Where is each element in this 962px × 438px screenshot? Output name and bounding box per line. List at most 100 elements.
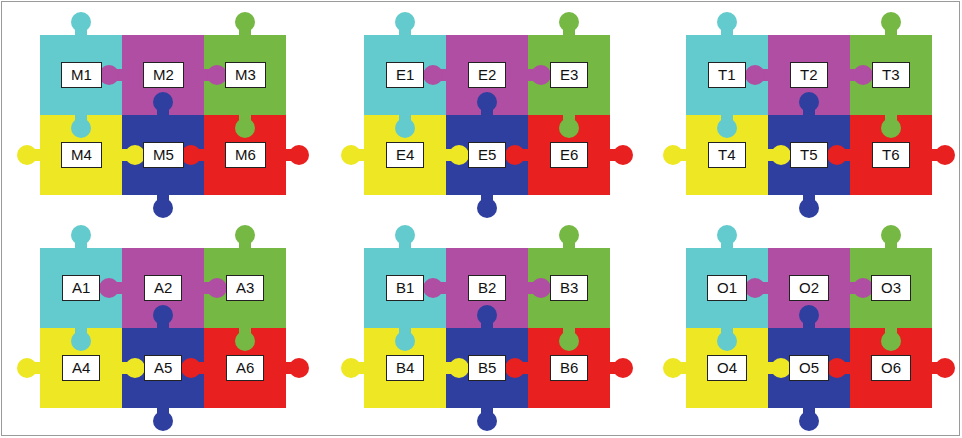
piece-label: M2 — [143, 62, 184, 88]
puzzle-piece-node: A5 — [122, 328, 204, 408]
puzzle-tab — [930, 358, 955, 378]
puzzle-tab — [99, 65, 124, 85]
piece-label: T1 — [708, 62, 746, 88]
puzzle-piece-node: A6 — [204, 328, 286, 408]
puzzle-tab — [202, 278, 227, 298]
puzzle-piece — [528, 328, 610, 408]
puzzle-group — [663, 225, 955, 431]
puzzle-piece — [40, 248, 122, 328]
puzzle-piece — [204, 115, 286, 195]
puzzle-piece — [768, 248, 850, 328]
puzzle-tab — [559, 225, 579, 250]
puzzle-piece-node: T6 — [850, 115, 932, 195]
puzzle-piece-node: O1 — [686, 248, 768, 328]
puzzle-piece-node: B1 — [364, 248, 446, 328]
puzzle-piece — [528, 248, 610, 328]
puzzle-piece — [122, 35, 204, 115]
piece-label: T3 — [872, 62, 910, 88]
puzzle-tab — [17, 145, 42, 165]
puzzle-tab — [423, 65, 448, 85]
puzzle-piece-node: T1 — [686, 35, 768, 115]
puzzle-tab — [477, 193, 497, 218]
puzzle-piece — [850, 35, 932, 115]
piece-label: B1 — [386, 275, 424, 301]
puzzle-piece-node: M1 — [40, 35, 122, 115]
puzzle-tab — [235, 113, 255, 138]
puzzle-piece — [122, 328, 204, 408]
puzzle-tab — [717, 113, 737, 138]
puzzle-tab — [505, 145, 530, 165]
puzzle-piece-node: A3 — [204, 248, 286, 328]
puzzle-tab — [181, 358, 206, 378]
piece-label: M4 — [61, 142, 102, 168]
puzzle-tab — [477, 305, 497, 330]
puzzle-piece — [686, 115, 768, 195]
puzzle-piece — [122, 248, 204, 328]
puzzle-tab — [881, 326, 901, 351]
piece-label: E6 — [550, 142, 588, 168]
puzzle-piece — [446, 328, 528, 408]
puzzle-tab — [395, 113, 415, 138]
puzzle-piece — [446, 35, 528, 115]
piece-label: E5 — [468, 142, 506, 168]
puzzle-tab — [235, 326, 255, 351]
piece-label: M1 — [61, 62, 102, 88]
puzzle-tab — [153, 406, 173, 431]
puzzle-piece — [122, 115, 204, 195]
puzzle-tab — [881, 225, 901, 250]
piece-label: B2 — [468, 275, 506, 301]
puzzle-tab — [71, 225, 91, 250]
puzzle-piece-node: A1 — [40, 248, 122, 328]
puzzle-piece — [686, 328, 768, 408]
puzzle-group — [663, 12, 955, 218]
puzzle-piece — [686, 248, 768, 328]
piece-label: A4 — [62, 355, 100, 381]
puzzle-piece — [40, 35, 122, 115]
puzzle-piece-node: A4 — [40, 328, 122, 408]
puzzle-tab — [881, 12, 901, 37]
puzzle-piece-node: T3 — [850, 35, 932, 115]
puzzle-piece-node: E4 — [364, 115, 446, 195]
piece-label: T2 — [790, 62, 828, 88]
puzzle-tab — [423, 278, 448, 298]
puzzle-tab — [827, 145, 852, 165]
piece-label: O5 — [789, 355, 829, 381]
piece-label: O1 — [707, 275, 747, 301]
puzzle-tab — [799, 406, 819, 431]
puzzle-tab — [848, 65, 873, 85]
puzzle-tab — [153, 305, 173, 330]
puzzle-tab — [559, 326, 579, 351]
puzzle-tab — [395, 12, 415, 37]
puzzle-tab — [284, 145, 309, 165]
puzzle-piece-node: O2 — [768, 248, 850, 328]
puzzle-tab — [235, 225, 255, 250]
puzzle-tab — [395, 326, 415, 351]
puzzle-piece-node: M4 — [40, 115, 122, 195]
puzzle-piece-node: E5 — [446, 115, 528, 195]
puzzle-piece-node: B6 — [528, 328, 610, 408]
piece-label: M6 — [225, 142, 266, 168]
puzzle-tab — [799, 193, 819, 218]
puzzle-tab — [181, 145, 206, 165]
piece-label: O6 — [871, 355, 911, 381]
piece-label: E1 — [386, 62, 424, 88]
puzzle-piece — [364, 328, 446, 408]
puzzle-piece — [364, 35, 446, 115]
puzzle-piece — [686, 35, 768, 115]
puzzle-piece — [528, 115, 610, 195]
puzzle-piece-node: T4 — [686, 115, 768, 195]
puzzle-tab — [799, 305, 819, 330]
puzzle-piece-node: B4 — [364, 328, 446, 408]
puzzle-tab — [717, 326, 737, 351]
puzzle-tab — [71, 113, 91, 138]
piece-label: O4 — [707, 355, 747, 381]
puzzle-piece — [40, 115, 122, 195]
puzzle-tab — [71, 12, 91, 37]
puzzle-piece — [364, 248, 446, 328]
puzzle-piece — [446, 248, 528, 328]
puzzle-tab — [930, 145, 955, 165]
puzzle-tab — [477, 406, 497, 431]
puzzle-group — [341, 12, 633, 218]
puzzle-piece — [204, 328, 286, 408]
puzzle-tab — [120, 145, 145, 165]
